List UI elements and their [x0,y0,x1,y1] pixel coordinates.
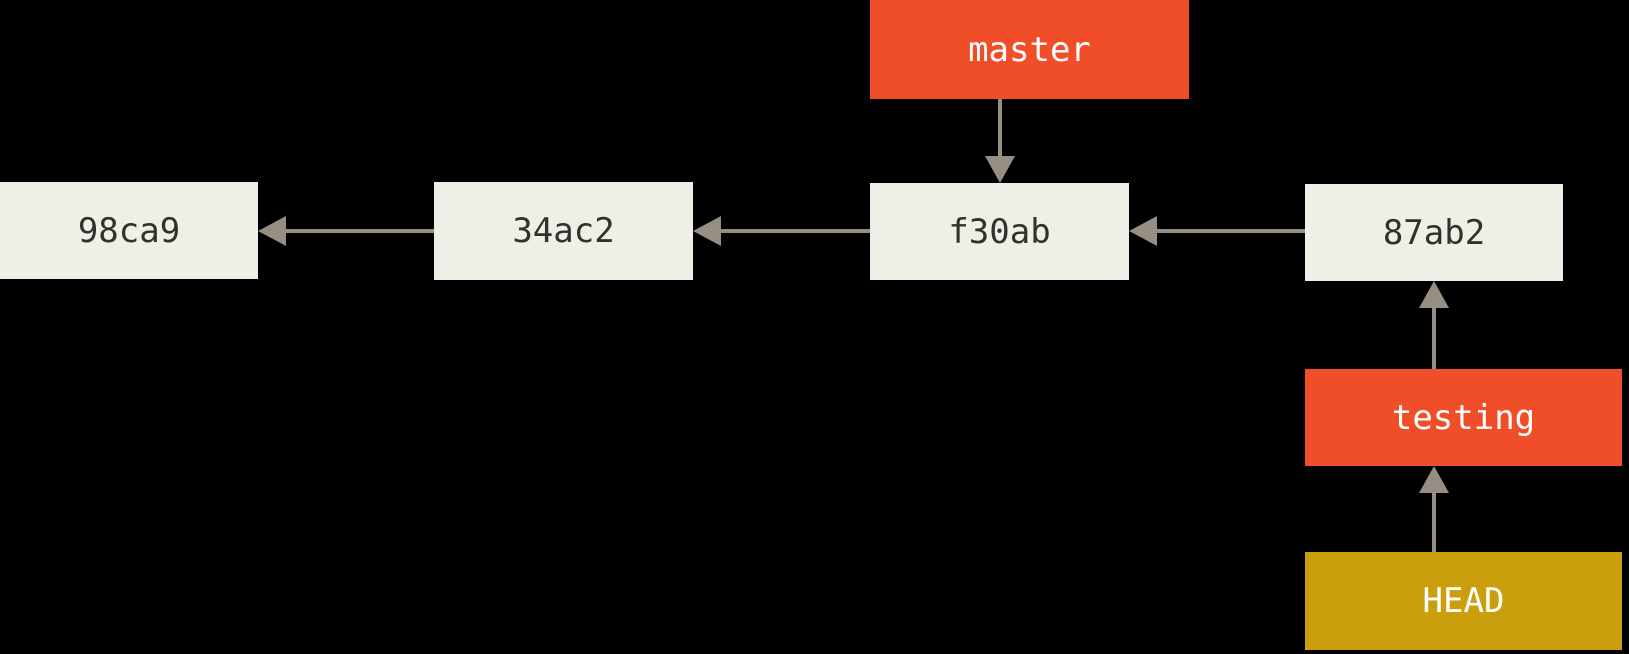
branch-label-testing-text: testing [1391,397,1536,438]
commit-hash-text: f30ab [948,211,1051,252]
arrow-shaft [284,229,434,233]
commit-node-34ac2: 34ac2 [434,182,693,280]
arrow-head-left-icon [258,216,286,246]
commit-node-f30ab: f30ab [870,183,1129,280]
arrow-shaft [719,229,870,233]
arrow-shaft [998,99,1002,158]
arrow-shaft [1432,306,1436,369]
commit-hash-text: 87ab2 [1382,212,1486,253]
arrow-shaft [1432,491,1436,552]
arrow-head-up-icon [1419,281,1449,308]
arrow-head-left-icon [693,216,721,246]
head-label: HEAD [1305,552,1622,650]
arrow-head-up-icon [1419,466,1449,493]
commit-hash-text: 98ca9 [77,210,181,251]
commit-node-98ca9: 98ca9 [0,182,258,279]
arrow-head-down-icon [985,156,1015,183]
arrow-head-left-icon [1129,216,1157,246]
commit-node-87ab2: 87ab2 [1305,184,1563,281]
commit-hash-text: 34ac2 [512,211,615,251]
head-label-text: HEAD [1422,581,1505,621]
branch-label-master-text: master [968,29,1091,70]
branch-label-master: master [870,0,1189,99]
branch-label-testing: testing [1305,369,1622,466]
arrow-shaft [1155,229,1305,233]
